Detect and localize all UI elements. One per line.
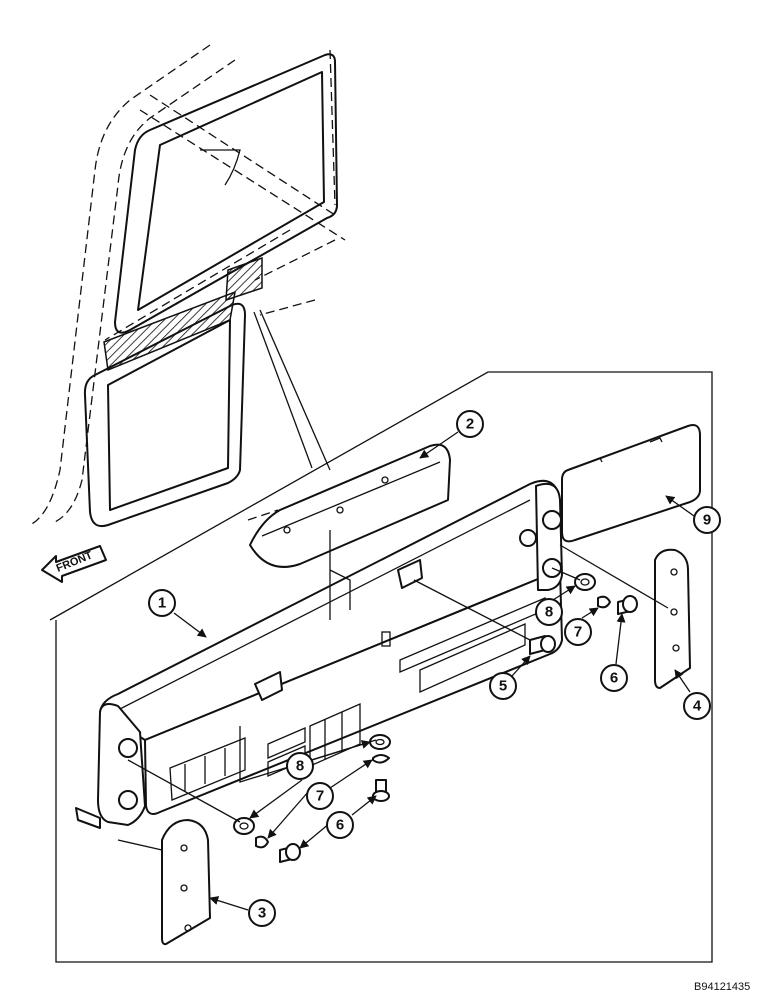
callout-7-right: 7 <box>564 607 599 646</box>
svg-text:5: 5 <box>499 678 507 695</box>
svg-text:3: 3 <box>258 905 266 922</box>
svg-text:2: 2 <box>466 416 474 433</box>
cab-outline <box>29 44 346 528</box>
svg-text:4: 4 <box>693 698 702 715</box>
svg-text:6: 6 <box>610 670 618 687</box>
svg-text:7: 7 <box>316 788 324 805</box>
callout-9: 9 <box>665 495 721 534</box>
reference-code: B94121435 <box>694 981 750 993</box>
svg-text:8: 8 <box>545 604 553 621</box>
part-9-cover-panel <box>561 424 701 543</box>
svg-text:9: 9 <box>703 512 711 529</box>
detail-frame <box>49 371 713 963</box>
callout-8-lower: 8 <box>249 740 371 819</box>
callout-6-right: 6 <box>600 613 628 692</box>
detail-leader-lines <box>253 309 331 471</box>
callout-3: 3 <box>209 896 276 927</box>
part-2-trim-strip <box>249 443 451 568</box>
svg-text:6: 6 <box>336 817 344 834</box>
callout-2: 2 <box>419 410 484 459</box>
part-4-right-trim <box>654 548 691 689</box>
callout-1: 1 <box>148 589 207 638</box>
svg-text:8: 8 <box>296 758 304 775</box>
svg-text:7: 7 <box>574 624 582 641</box>
callout-4: 4 <box>674 669 711 720</box>
callout-8-right: 8 <box>535 585 576 626</box>
callout-6-lower: 6 <box>299 795 377 849</box>
callout-7-lower: 7 <box>267 759 373 839</box>
front-arrow: FRONT <box>41 545 107 583</box>
callout-5: 5 <box>489 655 531 700</box>
svg-text:1: 1 <box>158 595 166 612</box>
part-3-left-trim <box>161 819 211 946</box>
